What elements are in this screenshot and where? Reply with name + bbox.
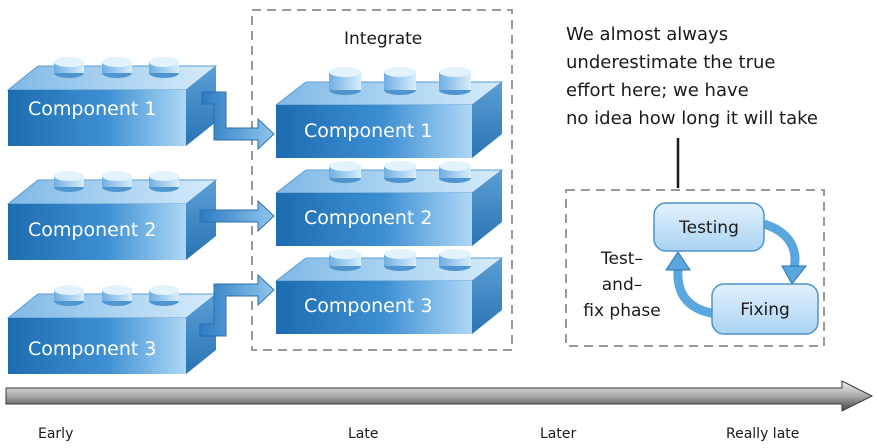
left-brick-3-label: Component 3 xyxy=(28,338,156,360)
phase-line-2: and– xyxy=(602,275,642,295)
fixing-node: Fixing xyxy=(711,283,819,335)
brick-studs xyxy=(54,171,179,192)
timeline-label-early: Early xyxy=(38,426,73,442)
annotation-line-3: effort here; we have xyxy=(566,80,749,101)
left-brick-1-label: Component 1 xyxy=(28,98,156,120)
timeline-label-later: Later xyxy=(540,426,576,442)
phase-line-1: Test– xyxy=(600,249,643,269)
timeline-label-really-late: Really late xyxy=(726,426,799,442)
left-brick-3: Component 3 xyxy=(6,285,218,374)
annotation-line-2: underestimate the true xyxy=(566,52,775,73)
cycle-arrow-down xyxy=(762,219,808,285)
brick-studs xyxy=(329,161,471,183)
phase-line-3: fix phase xyxy=(583,301,660,321)
integrate-title: Integrate xyxy=(344,29,422,49)
stack-brick-3-label: Component 3 xyxy=(304,295,432,317)
test-fix-box xyxy=(565,189,825,347)
phase-label: Test– and– fix phase xyxy=(583,249,660,321)
brick-studs xyxy=(329,67,471,95)
testing-node: Testing xyxy=(653,202,765,252)
brick-studs xyxy=(54,285,179,306)
annotation-line-4: no idea how long it will take xyxy=(566,108,818,129)
stack-brick-1: Component 1 xyxy=(274,67,504,158)
arrow-component-2 xyxy=(199,199,275,233)
left-brick-2-label: Component 2 xyxy=(28,219,156,241)
stack-brick-3: Component 3 xyxy=(274,249,504,334)
timeline-arrow xyxy=(5,380,874,412)
annotation-line-1: We almost always xyxy=(566,24,728,45)
stack-brick-1-label: Component 1 xyxy=(304,120,432,142)
fixing-label: Fixing xyxy=(740,300,790,320)
annotation: We almost always underestimate the true … xyxy=(566,24,818,188)
stack-brick-2: Component 2 xyxy=(274,161,504,246)
timeline-label-late: Late xyxy=(348,426,378,442)
arrow-component-3 xyxy=(199,273,275,337)
arrow-component-1 xyxy=(201,91,275,151)
brick-studs xyxy=(329,249,471,271)
cycle-arrow-up xyxy=(665,251,717,319)
left-brick-1: Component 1 xyxy=(6,57,218,146)
brick-studs xyxy=(54,57,179,78)
stack-brick-2-label: Component 2 xyxy=(304,207,432,229)
testing-label: Testing xyxy=(678,218,739,238)
left-brick-2: Component 2 xyxy=(6,171,218,260)
